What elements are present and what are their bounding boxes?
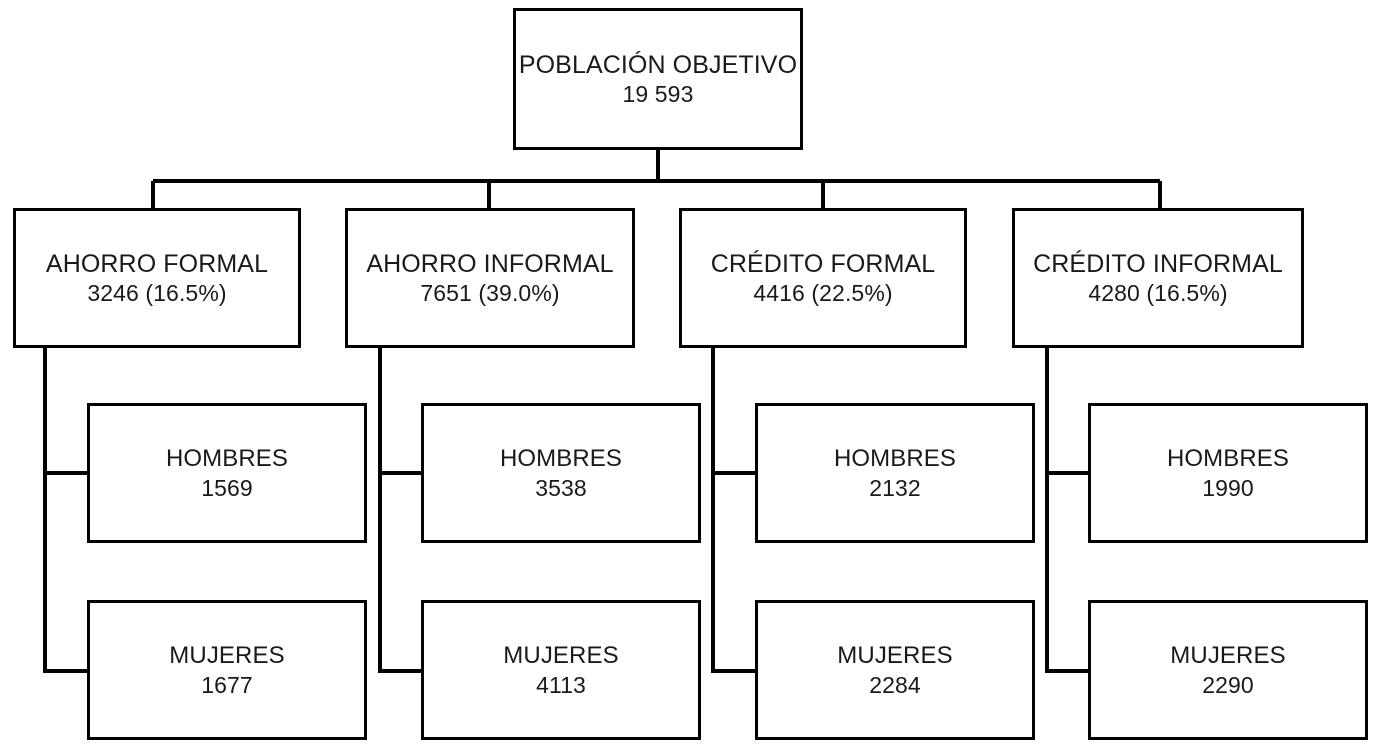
node-label: CRÉDITO FORMAL [710,249,936,278]
node-value: 2284 [869,671,921,698]
node-credito-formal-hombres: HOMBRES 2132 [755,403,1035,543]
node-value: 2290 [1202,671,1254,698]
node-value: 4113 [536,671,586,698]
node-value: 3246 (16.5%) [87,280,227,307]
node-label: MUJERES [837,642,953,670]
node-value: 2132 [869,474,921,501]
node-label: MUJERES [503,642,619,670]
node-label: CRÉDITO INFORMAL [1033,249,1283,278]
node-value: 1990 [1202,474,1254,501]
node-credito-informal: CRÉDITO INFORMAL 4280 (16.5%) [1012,208,1304,348]
node-value: 1569 [201,474,253,501]
node-label: HOMBRES [1166,445,1290,473]
node-value: 1677 [201,671,253,698]
node-ahorro-informal: AHORRO INFORMAL 7651 (39.0%) [345,208,635,348]
node-ahorro-formal: AHORRO FORMAL 3246 (16.5%) [13,208,301,348]
node-label: HOMBRES [165,445,289,473]
node-label: AHORRO FORMAL [45,249,269,278]
node-credito-formal: CRÉDITO FORMAL 4416 (22.5%) [679,208,967,348]
node-label: HOMBRES [499,445,623,473]
node-value: 3538 [535,474,587,501]
node-value: 7651 (39.0%) [420,280,560,307]
node-label: MUJERES [1170,642,1286,670]
node-label: POBLACIÓN OBJETIVO [518,50,798,79]
node-label: HOMBRES [833,445,957,473]
node-value: 19 593 [622,81,694,108]
node-credito-informal-hombres: HOMBRES 1990 [1088,403,1368,543]
node-ahorro-informal-mujeres: MUJERES 4113 [421,600,701,740]
node-label: MUJERES [169,642,285,670]
node-ahorro-formal-hombres: HOMBRES 1569 [87,403,367,543]
node-credito-formal-mujeres: MUJERES 2284 [755,600,1035,740]
node-label: AHORRO INFORMAL [366,249,614,278]
node-value: 4416 (22.5%) [753,280,893,307]
node-ahorro-informal-hombres: HOMBRES 3538 [421,403,701,543]
node-value: 4280 (16.5%) [1088,280,1228,307]
node-credito-informal-mujeres: MUJERES 2290 [1088,600,1368,740]
node-ahorro-formal-mujeres: MUJERES 1677 [87,600,367,740]
node-poblacion-objetivo: POBLACIÓN OBJETIVO 19 593 [513,8,803,150]
